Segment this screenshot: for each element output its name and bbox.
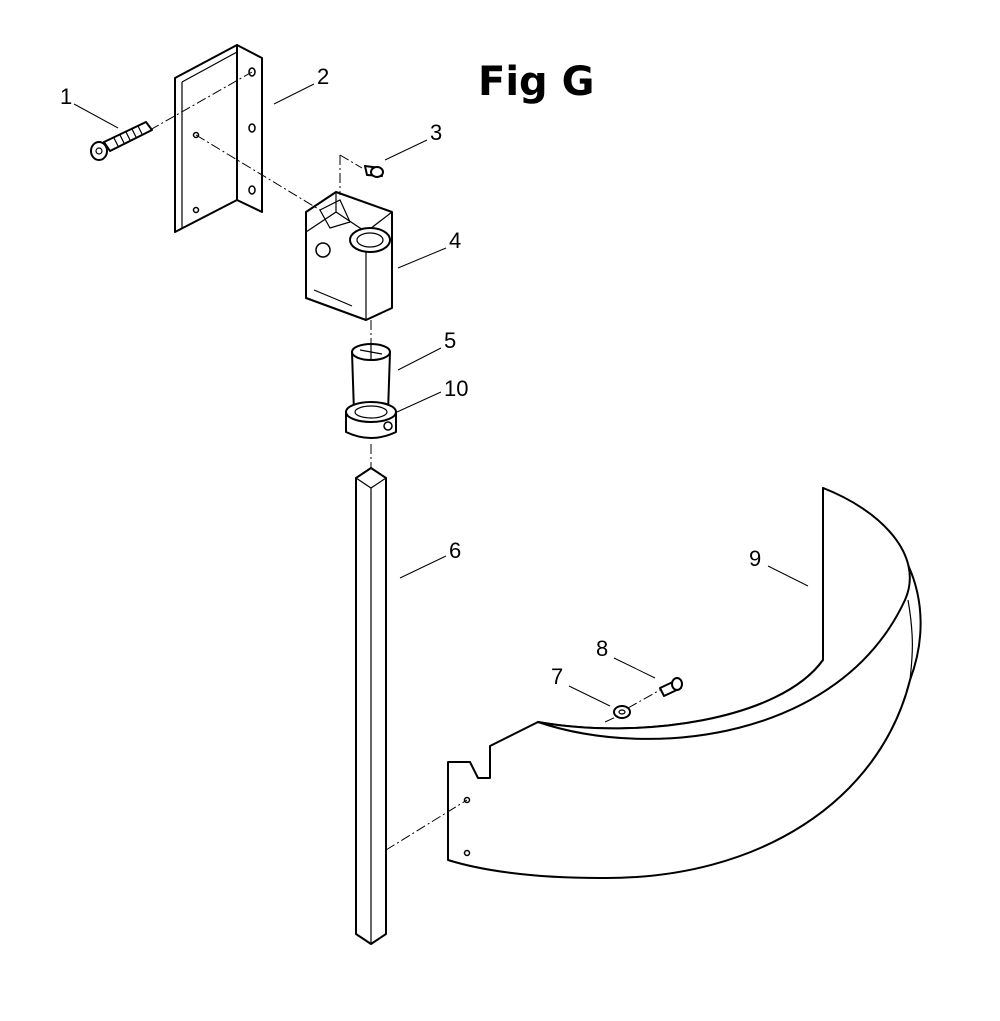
part-8-screw [659,677,683,697]
figure-title: Fig G [478,59,594,105]
callout-10: 10 [444,376,468,401]
part-1-cap-screw [90,121,153,161]
callout-7: 7 [551,664,563,689]
leader-lines [73,83,809,707]
callout-1: 1 [60,84,72,109]
callout-5: 5 [444,328,456,353]
callout-3: 3 [430,120,442,145]
assembly-center-lines [149,71,661,851]
part-3-set-screw [364,165,384,178]
part-2-angle-bracket [174,44,263,233]
part-9-curved-guard [447,487,922,880]
callout-4: 4 [449,228,461,253]
part-6-square-post [355,467,387,945]
callout-9: 9 [749,546,761,571]
part-7-washer [613,705,631,719]
callout-6: 6 [449,538,461,563]
part-4-clamp-block [305,191,393,321]
part-10-collar [345,401,397,439]
callout-2: 2 [317,64,329,89]
callout-8: 8 [596,636,608,661]
